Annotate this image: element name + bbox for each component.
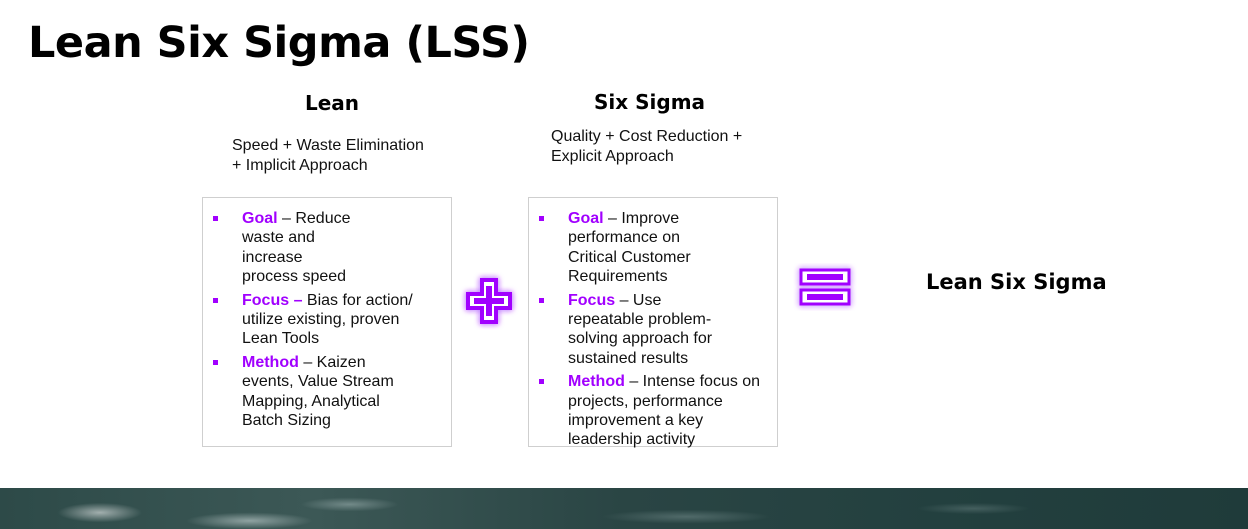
six-sigma-subtitle-line2: Explicit Approach — [551, 147, 674, 165]
bullet-icon — [213, 359, 218, 365]
ocean-background-image — [0, 488, 1248, 529]
six-sigma-item-goal: Goal – Improve performance on Critical C… — [539, 209, 718, 287]
lean-subtitle: Speed + Waste Elimination + Implicit App… — [232, 136, 462, 175]
lean-item-focus: Focus – Bias for action/ utilize existin… — [213, 291, 424, 349]
plus-icon — [466, 278, 512, 324]
lean-heading: Lean — [305, 91, 360, 115]
equals-icon — [799, 268, 851, 306]
six-sigma-goal-keyword: Goal — [568, 210, 604, 227]
bullet-icon — [539, 297, 544, 303]
six-sigma-list: Goal – Improve performance on Critical C… — [539, 209, 769, 450]
six-sigma-subtitle: Quality + Cost Reduction + Explicit Appr… — [551, 127, 781, 166]
bullet-icon — [213, 216, 218, 221]
six-sigma-heading: Six Sigma — [594, 90, 706, 114]
lean-method-keyword: Method — [242, 353, 299, 371]
lean-item-goal: Goal – Reduce waste and increase process… — [213, 209, 362, 287]
lean-method-text: – Kaizen events, Value Stream Mapping, A… — [242, 353, 394, 430]
lean-list: Goal – Reduce waste and increase process… — [213, 209, 443, 430]
bullet-icon — [213, 297, 218, 303]
six-sigma-item-method: Method – Intense focus on projects, perf… — [539, 372, 773, 450]
six-sigma-subtitle-line1: Quality + Cost Reduction + — [551, 128, 743, 145]
lean-subtitle-line1: Speed + Waste Elimination — [232, 137, 424, 154]
bullet-icon — [539, 379, 544, 385]
lean-focus-text: Bias for action/ utilize existing, prove… — [242, 291, 413, 348]
six-sigma-item-focus: Focus – Use repeatable problem-solving a… — [539, 291, 738, 369]
six-sigma-focus-text: – Use repeatable problem-solving approac… — [568, 291, 713, 367]
lean-subtitle-line2: + Implicit Approach — [232, 156, 368, 174]
lean-goal-text: – Reduce waste and increase process spee… — [242, 210, 351, 286]
bullet-icon — [539, 216, 544, 221]
lean-goal-keyword: Goal — [242, 210, 278, 227]
six-sigma-goal-text: – Improve performance on Critical Custom… — [568, 210, 691, 286]
lean-focus-keyword: Focus – — [242, 291, 303, 309]
page-title: Lean Six Sigma (LSS) — [28, 18, 530, 68]
six-sigma-box: Goal – Improve performance on Critical C… — [528, 197, 778, 450]
lean-item-method: Method – Kaizen events, Value Stream Map… — [213, 353, 412, 431]
lean-box: Goal – Reduce waste and increase process… — [202, 197, 452, 447]
six-sigma-focus-keyword: Focus — [568, 291, 616, 309]
result-label: Lean Six Sigma — [926, 270, 1107, 294]
six-sigma-method-keyword: Method — [568, 373, 625, 391]
six-sigma-method-text: – Intense focus on projects, performance… — [568, 373, 761, 449]
